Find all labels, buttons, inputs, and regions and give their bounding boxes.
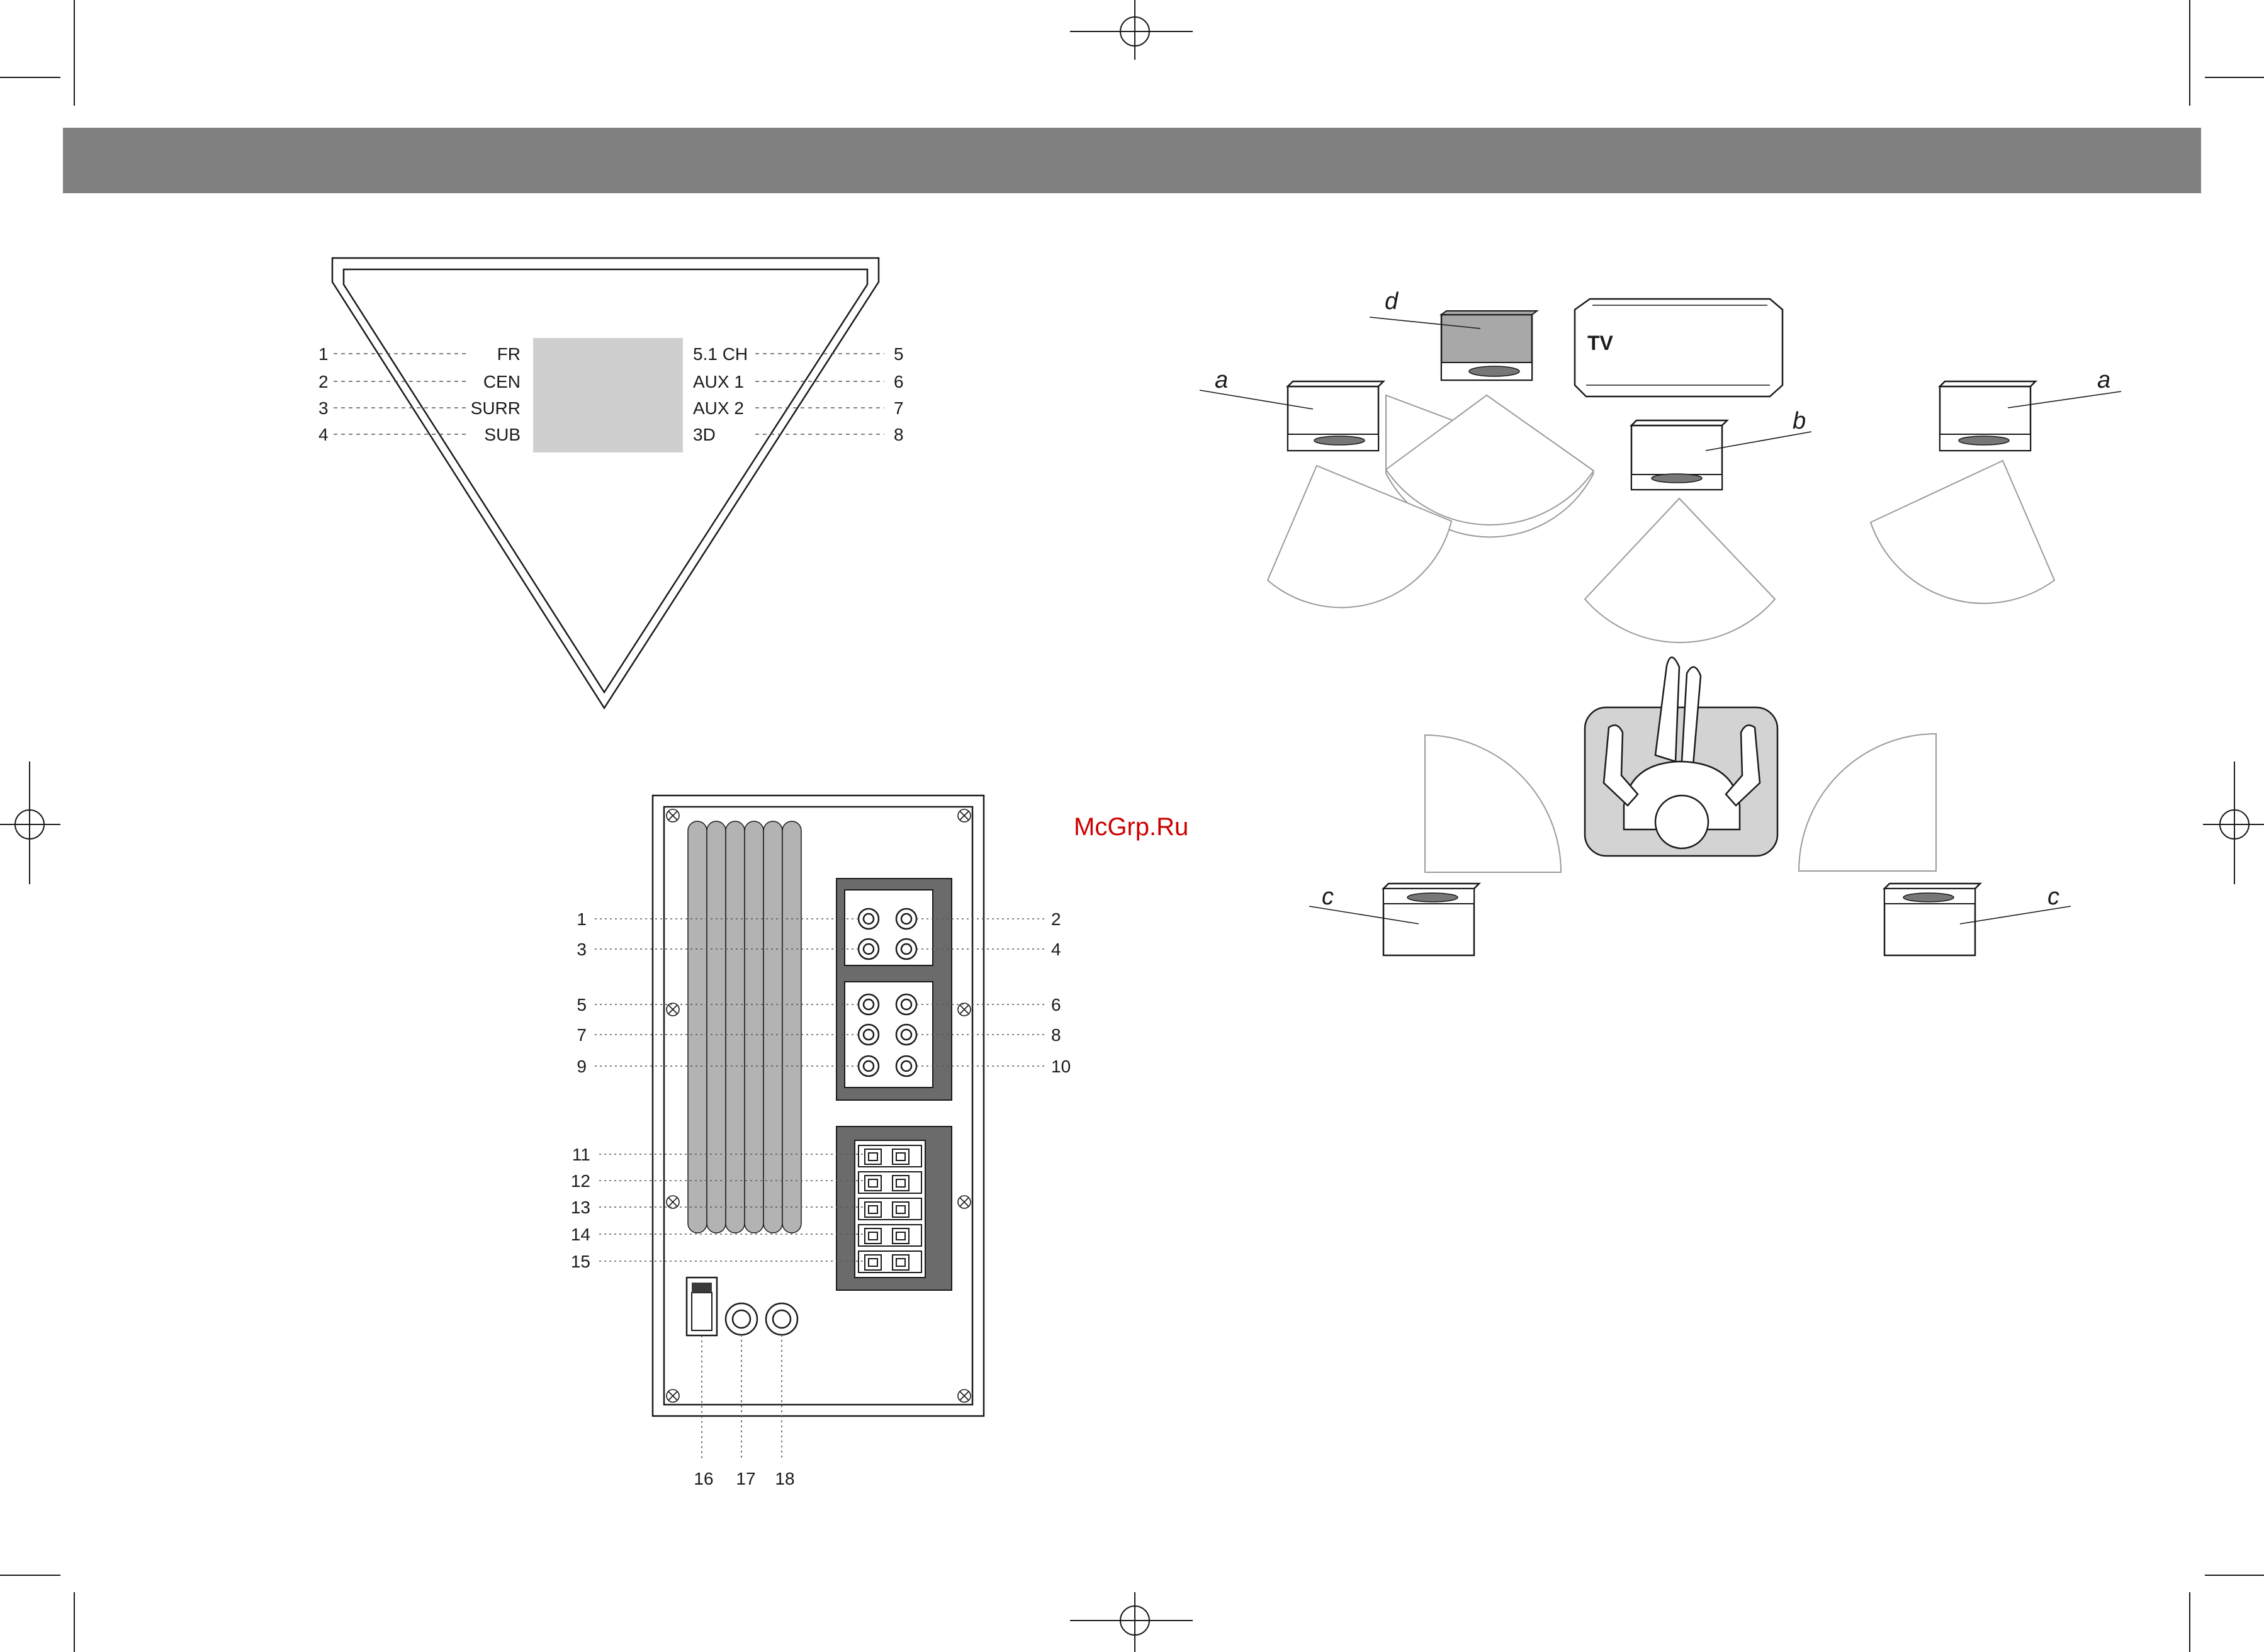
indicator-label-sub: SUB xyxy=(484,425,521,444)
indicator-label-3d: 3D xyxy=(693,425,716,444)
callout-number: 5 xyxy=(894,344,904,364)
speaker-center-icon xyxy=(1631,420,1727,490)
callout-number: 7 xyxy=(894,398,904,418)
fuse-holder-icon xyxy=(766,1303,797,1335)
sound-cone-front-right xyxy=(1871,461,2054,604)
callout-number: 10 xyxy=(1051,1057,1071,1076)
indicator-label-cen: CEN xyxy=(483,372,521,391)
front-panel-diagram: 1 2 3 4 FR CEN SURR SUB 5.1 CH AUX 1 AUX… xyxy=(318,258,904,708)
callout-number: 2 xyxy=(318,372,329,391)
speaker-label-a-left: a xyxy=(1215,367,1228,393)
rear-panel-diagram: 1 3 5 7 9 11 12 13 14 15 2 4 6 8 10 16 1… xyxy=(571,795,1071,1488)
sound-cone-rear-right xyxy=(1799,734,1936,871)
indicator-label-aux2: AUX 2 xyxy=(693,398,744,418)
fuse-holder-icon xyxy=(726,1303,757,1335)
speaker-terminal-icons xyxy=(859,1145,921,1273)
speaker-rear-right-icon xyxy=(1884,884,1980,955)
speaker-label-b: b xyxy=(1793,408,1806,434)
callout-number: 13 xyxy=(571,1198,590,1217)
tv-label: TV xyxy=(1587,332,1614,354)
callout-number: 8 xyxy=(894,425,904,444)
speaker-rear-left-icon xyxy=(1383,884,1479,955)
callout-number: 3 xyxy=(577,940,587,959)
tv-icon: TV xyxy=(1575,299,1782,396)
callout-number: 16 xyxy=(694,1469,713,1488)
indicator-label-aux1: AUX 1 xyxy=(693,372,744,391)
callout-number: 18 xyxy=(775,1469,794,1488)
callout-number: 1 xyxy=(577,909,587,929)
speaker-front-right-icon xyxy=(1940,381,2036,451)
callout-number: 15 xyxy=(571,1252,590,1271)
indicator-label-surr: SURR xyxy=(471,398,521,418)
callout-number: 2 xyxy=(1051,909,1061,929)
speaker-label-c-left: c xyxy=(1322,884,1334,910)
callout-number: 7 xyxy=(577,1025,587,1045)
sound-cone-center xyxy=(1585,498,1775,643)
indicator-label-5-1ch: 5.1 CH xyxy=(693,344,748,364)
sound-cone-rear-left xyxy=(1425,735,1561,872)
callout-number: 1 xyxy=(318,344,329,364)
callout-number: 3 xyxy=(318,398,329,418)
callout-number: 6 xyxy=(894,372,904,391)
heatsink xyxy=(688,821,801,1233)
speaker-label-d: d xyxy=(1385,288,1399,315)
callout-number: 6 xyxy=(1051,995,1061,1014)
speaker-label-a-right: a xyxy=(2097,367,2110,393)
callout-number: 4 xyxy=(1051,940,1061,959)
callout-number: 9 xyxy=(577,1057,587,1076)
watermark-text: McGrp.Ru xyxy=(1074,813,1188,841)
callout-number: 8 xyxy=(1051,1025,1061,1045)
speaker-front-left-icon xyxy=(1288,381,1383,451)
callout-number: 11 xyxy=(572,1145,590,1164)
speaker-label-c-right: c xyxy=(2047,884,2059,910)
listener-icon xyxy=(1585,657,1777,856)
indicator-label-fr: FR xyxy=(497,344,521,364)
callout-number: 5 xyxy=(577,995,587,1014)
callout-number: 12 xyxy=(571,1171,590,1191)
power-switch-icon xyxy=(687,1278,717,1335)
speaker-placement-diagram: TV d a b xyxy=(1200,288,2121,955)
header-bar xyxy=(63,128,2201,193)
display-window xyxy=(533,338,683,452)
subwoofer-icon xyxy=(1441,311,1537,380)
callout-number: 14 xyxy=(571,1225,590,1244)
callout-number: 17 xyxy=(736,1469,755,1488)
callout-number: 4 xyxy=(318,425,329,444)
